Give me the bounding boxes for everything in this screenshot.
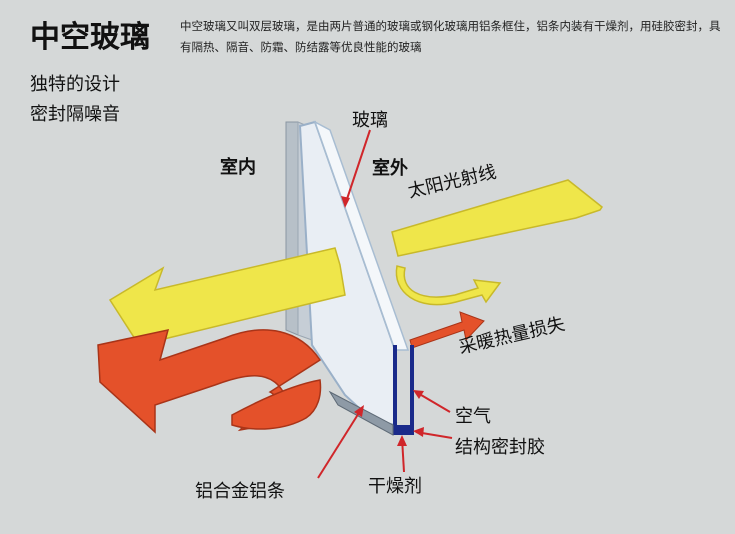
heat-curve (231, 379, 322, 430)
desiccant-pointer-head (397, 435, 407, 446)
aluminum-pointer-head (354, 405, 364, 417)
label-air: 空气 (455, 406, 491, 427)
label-aluminum-strip: 铝合金铝条 (195, 481, 285, 502)
outer-glass-edge (313, 120, 410, 351)
page-title: 中空玻璃 (30, 20, 150, 55)
aluminum-pointer (317, 407, 363, 479)
feature-soundproof: 密封隔噪音 (30, 104, 120, 125)
sealant-pointer-head (413, 427, 424, 437)
label-indoor: 室内 (220, 157, 256, 178)
label-glass: 玻璃 (352, 110, 388, 131)
sunlight-arrow (391, 179, 604, 257)
feature-design: 独特的设计 (30, 74, 120, 95)
air-pointer-head (413, 390, 424, 399)
label-sealant: 结构密封胶 (455, 437, 545, 458)
spacer-bottom (393, 425, 414, 435)
sunlight-reflection-arrow (395, 265, 502, 306)
description-text: 中空玻璃又叫双层玻璃，是由两片普通的玻璃或钢化玻璃用铝条框住，铝条内装有干燥剂，… (180, 19, 721, 54)
label-desiccant: 干燥剂 (368, 476, 422, 497)
label-outdoor: 室外 (372, 158, 408, 179)
glass-pointer (344, 129, 371, 206)
air-pointer (415, 391, 451, 413)
spacer-left-bar (393, 345, 397, 433)
heat-loss-arrow (409, 311, 485, 349)
glass-pointer-head (341, 196, 350, 208)
sunlight-arrow-inner (108, 247, 346, 373)
spacer-right-bar (410, 345, 414, 433)
